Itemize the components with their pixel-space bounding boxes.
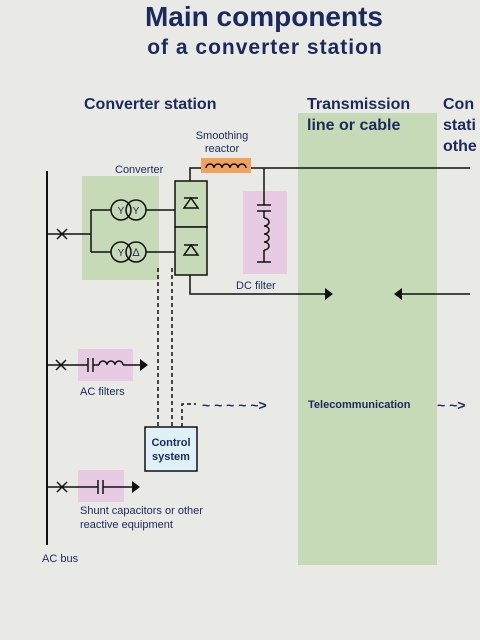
shunt-zone — [78, 470, 124, 502]
transformer-y-symbol: Y — [133, 206, 140, 217]
transformer-y-symbol: Y — [118, 248, 125, 259]
title-line-1: Main components — [145, 1, 383, 32]
converter-valves-icon — [174, 180, 208, 276]
dc-return-wire — [189, 275, 325, 295]
transmission-zone — [298, 113, 437, 565]
ac-filter-icon — [87, 358, 148, 372]
telecom-wave-right: ~ ~> — [437, 397, 465, 413]
dc-filter-icon — [257, 204, 271, 263]
shunt-breaker-icon — [56, 481, 68, 493]
label-converter: Converter — [115, 164, 164, 176]
label-shunt-1: Shunt capacitors or other — [80, 505, 203, 517]
feeder-breaker-icon — [56, 228, 68, 240]
label-shunt-2: reactive equipment — [80, 519, 173, 531]
converter-zone — [82, 176, 159, 280]
header-transmission-2: line or cable — [307, 117, 400, 134]
label-smoothing-2: reactor — [205, 143, 240, 155]
control-system-box — [144, 426, 198, 472]
header-other-1: Con — [443, 96, 474, 113]
label-ac-filters: AC filters — [80, 386, 125, 398]
smoothing-reactor-icon — [201, 158, 251, 173]
dc-positive-wire — [189, 167, 203, 181]
dc-return-arrow-icon — [325, 288, 333, 300]
header-other-2: stati — [443, 117, 476, 134]
label-telecom: Telecommunication — [308, 399, 411, 411]
transformer-delta-symbol: Δ — [132, 247, 140, 259]
label-smoothing-1: Smoothing — [196, 130, 249, 142]
telecom-wave-left: ~ ~ ~ ~ ~> — [202, 397, 267, 413]
ac-filter-breaker-icon — [55, 359, 67, 371]
remote-return-arrow-icon — [394, 288, 402, 300]
label-ac-bus: AC bus — [42, 553, 79, 565]
label-control-1: Control — [151, 437, 190, 449]
shunt-capacitor-icon — [97, 480, 140, 494]
title-line-2: of a converter station — [147, 36, 383, 59]
label-control-2: system — [152, 451, 190, 463]
label-dc-filter: DC filter — [236, 280, 276, 292]
header-other-3: othe — [443, 138, 477, 155]
header-converter-station: Converter station — [84, 96, 216, 113]
transformer-y-symbol: Y — [118, 206, 125, 217]
telecom-link — [181, 403, 196, 427]
header-transmission-1: Transmission — [307, 96, 410, 113]
